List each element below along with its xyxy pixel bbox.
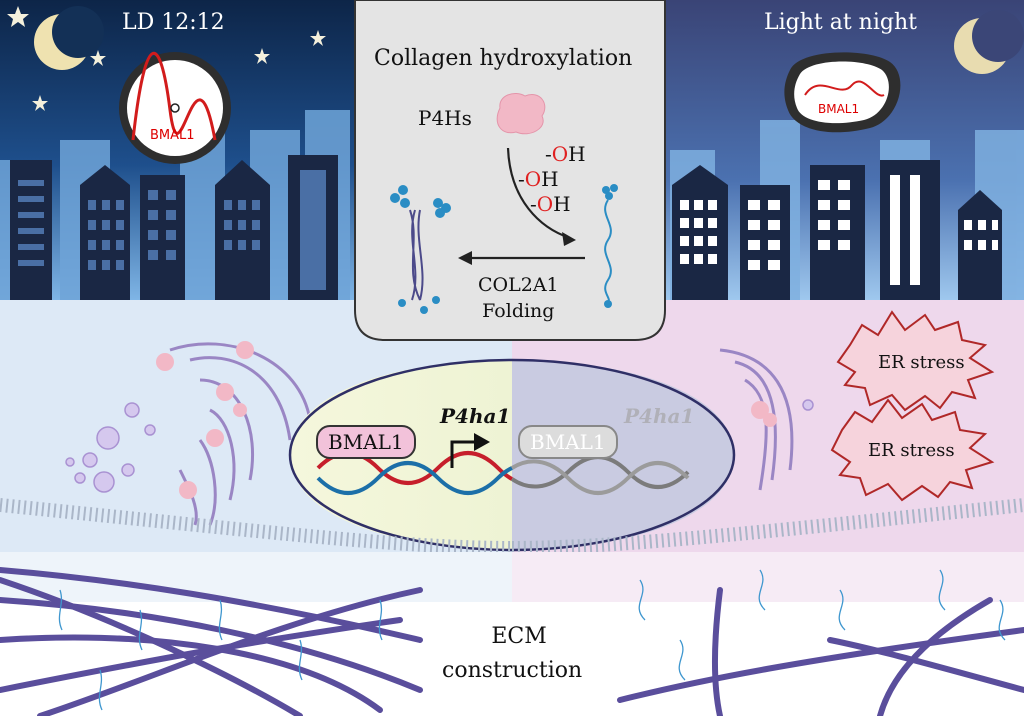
ecm-line-2: construction bbox=[442, 658, 583, 683]
p4hs-label: P4Hs bbox=[418, 106, 472, 130]
er-stress-label-1: ER stress bbox=[878, 352, 965, 373]
cell-membrane bbox=[0, 498, 1024, 555]
vesicles-left bbox=[65, 402, 156, 493]
gene-label-inactive: P4ha1 bbox=[624, 404, 695, 428]
folding-label: COL2A1 Folding bbox=[478, 272, 559, 324]
hydroxyl-group-3: -OH bbox=[530, 192, 571, 216]
collagen-fibers-right bbox=[617, 587, 1024, 716]
er-stress-label-2: ER stress bbox=[868, 440, 955, 461]
collagen-fibrils-right bbox=[638, 569, 1006, 681]
unfolded-collagen-icon bbox=[602, 184, 618, 308]
hydroxylation-arrow bbox=[506, 147, 576, 246]
p4h-enzyme-icon bbox=[496, 93, 546, 135]
right-condition-label: Light at night bbox=[764, 10, 917, 35]
ecm-label: ECM construction bbox=[442, 620, 582, 688]
city-windows-left bbox=[18, 170, 326, 290]
ecm-line-1: ECM bbox=[491, 624, 547, 649]
vesicle-right bbox=[802, 399, 814, 411]
er-stress-badge-1 bbox=[836, 310, 995, 412]
panel-title: Collagen hydroxylation bbox=[374, 46, 633, 71]
ribosomes-left bbox=[156, 341, 254, 499]
clock-right-icon bbox=[784, 52, 901, 133]
er-left-icon bbox=[169, 342, 312, 526]
bmal1-active-box: BMAL1 bbox=[316, 425, 416, 459]
moon-right-icon bbox=[954, 10, 1024, 74]
er-stress-badge-2 bbox=[830, 398, 995, 502]
clock-right-label: BMAL1 bbox=[818, 102, 860, 116]
folding-arrow bbox=[458, 251, 585, 265]
moon-left-icon bbox=[34, 6, 104, 70]
clock-left-icon bbox=[119, 51, 231, 164]
collagen-fibrils-left bbox=[58, 589, 383, 711]
col2a1-label: COL2A1 bbox=[478, 274, 559, 296]
bmal1-inactive-box: BMAL1 bbox=[518, 425, 618, 459]
transcription-arrow-icon bbox=[450, 433, 490, 468]
hydroxyl-group-2: -OH bbox=[518, 167, 559, 191]
gene-label-active: P4ha1 bbox=[440, 404, 511, 428]
city-windows-right bbox=[680, 175, 998, 285]
folded-collagen-icon bbox=[390, 185, 451, 314]
folding-text: Folding bbox=[482, 300, 555, 322]
ribosomes-right bbox=[751, 401, 777, 427]
left-condition-label: LD 12:12 bbox=[122, 10, 225, 35]
stars-icon bbox=[7, 6, 326, 111]
hydroxyl-group-1: -OH bbox=[545, 142, 586, 166]
clock-left-label: BMAL1 bbox=[150, 128, 195, 143]
